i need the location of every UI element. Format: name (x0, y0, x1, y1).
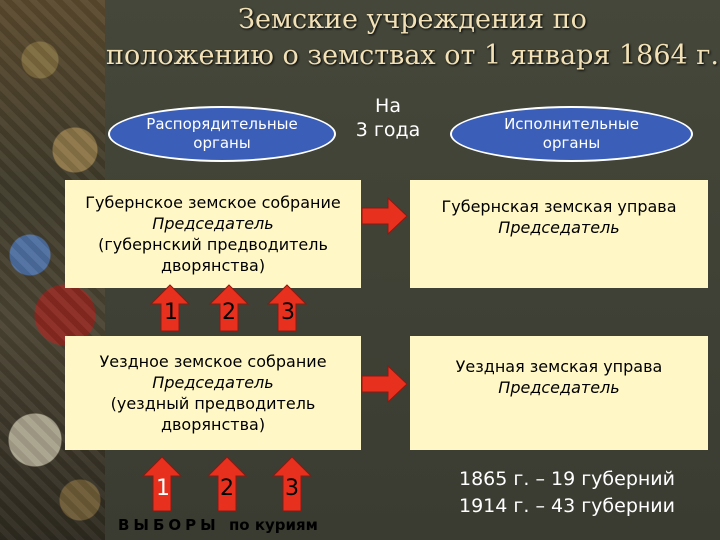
upper-curia-label-2: 2 (222, 300, 236, 325)
title-line-1: Земские учреждения по (238, 4, 587, 35)
lower-curia-arrow-3 (272, 456, 312, 512)
upper-curia-label-3: 3 (281, 300, 295, 325)
gubernia-assembly-box: Губернское земское собрание Председатель… (65, 180, 361, 288)
upper-curia-arrow-3 (267, 284, 307, 332)
administrative-organs-ellipse: Распорядительные органы (108, 106, 336, 162)
gubernia-assembly-chair-note-2: дворянства) (160, 256, 266, 275)
uezd-assembly-chair-note-1: (уездный предводитель (110, 394, 316, 413)
uezd-assembly-box: Уездное земское собрание Председатель (у… (65, 336, 361, 450)
elections-by-curia: по куриям (228, 516, 318, 534)
lower-curia-label-3: 3 (285, 476, 299, 501)
uezd-assembly-chair-note-2: дворянства) (160, 415, 266, 434)
uezd-board-box: Уездная земская управа Председатель (410, 336, 708, 450)
gubernia-count-stats: 1865 г. – 19 губерний 1914 г. – 43 губер… (432, 466, 702, 520)
gubernia-board-box: Губернская земская управа Председатель (410, 180, 708, 288)
lower-curia-label-1: 1 (156, 476, 170, 501)
elections-main: ВЫБОРЫ (118, 516, 220, 534)
gubernia-assembly-chair: Председатель (152, 214, 274, 233)
uezd-arrow-right (362, 364, 408, 404)
upper-curia-arrow-2 (209, 284, 249, 332)
stats-line-2: 1914 г. – 43 губернии (458, 495, 676, 517)
right-header-line-1: Исполнительные (504, 115, 639, 133)
upper-curia-arrow-1 (150, 284, 190, 332)
right-header-line-2: органы (542, 134, 601, 152)
lower-curia-label-2: 2 (220, 476, 234, 501)
lower-curia-arrow-2 (207, 456, 247, 512)
gubernia-arrow-right (362, 196, 408, 236)
term-label: На 3 года (348, 94, 428, 142)
uezd-board-name: Уездная земская управа (455, 357, 663, 376)
left-header-line-1: Распорядительные (146, 115, 298, 133)
lower-curia-arrow-1 (142, 456, 182, 512)
executive-organs-ellipse: Исполнительные органы (450, 106, 693, 162)
uezd-board-chair: Председатель (498, 378, 620, 397)
gubernia-board-chair: Председатель (498, 218, 620, 237)
title-line-2: положению о земствах от 1 января 1864 г. (105, 40, 720, 71)
slide-title: Земские учреждения по положению о земств… (105, 2, 720, 74)
gubernia-assembly-chair-note-1: (губернский предводитель (98, 235, 328, 254)
elections-caption: ВЫБОРЫ по куриям (118, 516, 318, 534)
left-header-line-2: органы (193, 134, 251, 152)
uezd-assembly-name: Уездное земское собрание (99, 352, 327, 371)
upper-curia-label-1: 1 (164, 300, 178, 325)
gubernia-board-name: Губернская земская управа (441, 197, 677, 216)
gubernia-assembly-name: Губернское земское собрание (85, 193, 341, 212)
uezd-assembly-chair: Председатель (152, 373, 274, 392)
term-line-2: 3 года (355, 119, 421, 141)
stats-line-1: 1865 г. – 19 губерний (458, 468, 676, 490)
term-line-1: На (375, 95, 401, 117)
